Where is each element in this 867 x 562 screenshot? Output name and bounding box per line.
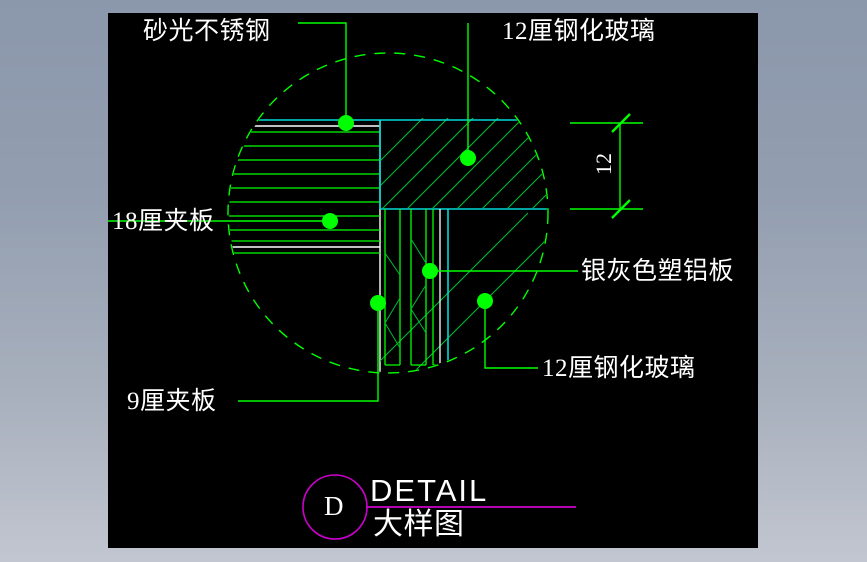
upper-glass-hatch [379, 118, 547, 210]
dot-glass-bottom [477, 293, 493, 309]
label-plywood-18: 18厘夹板 [112, 208, 215, 235]
dot-plywood-9 [370, 295, 386, 311]
dot-glass-top [460, 150, 476, 166]
leader-plywood-9 [238, 303, 379, 402]
label-tempered-glass-bottom: 12厘钢化玻璃 [542, 355, 696, 382]
label-silver-aluminum-panel: 银灰色塑铝板 [581, 258, 735, 285]
lower-glass-hatch [380, 209, 547, 372]
dot-plywood-18 [322, 213, 338, 229]
leader-dots [322, 115, 493, 311]
detail-marker-symbol: D [324, 491, 344, 521]
left-layered-assembly [229, 119, 381, 372]
detail-circle [227, 52, 549, 374]
dot-brushed-stainless [338, 115, 354, 131]
label-tempered-glass-top: 12厘钢化玻璃 [502, 18, 656, 45]
detail-title-cn: 大样图 [373, 508, 465, 541]
cad-geometry [108, 22, 643, 540]
leader-brushed-stainless [298, 22, 347, 123]
cad-canvas[interactable]: 砂光不锈钢 12厘钢化玻璃 18厘夹板 银灰色塑铝板 12厘钢化玻璃 9厘夹板 … [108, 13, 758, 548]
leader-lines [108, 22, 578, 402]
dim-tick-top [611, 113, 631, 133]
label-plywood-9: 9厘夹板 [127, 388, 217, 415]
leader-glass-bottom [484, 301, 538, 369]
dimension-value: 12 [591, 153, 616, 175]
detail-marker-graphics [302, 474, 576, 540]
dim-tick-bottom [611, 199, 631, 219]
dimension-12 [570, 113, 643, 219]
detail-title-en: DETAIL [370, 473, 489, 508]
label-brushed-stainless: 砂光不锈钢 [143, 18, 271, 45]
plywood-9-layers [384, 209, 441, 366]
dot-aluminum [422, 263, 438, 279]
